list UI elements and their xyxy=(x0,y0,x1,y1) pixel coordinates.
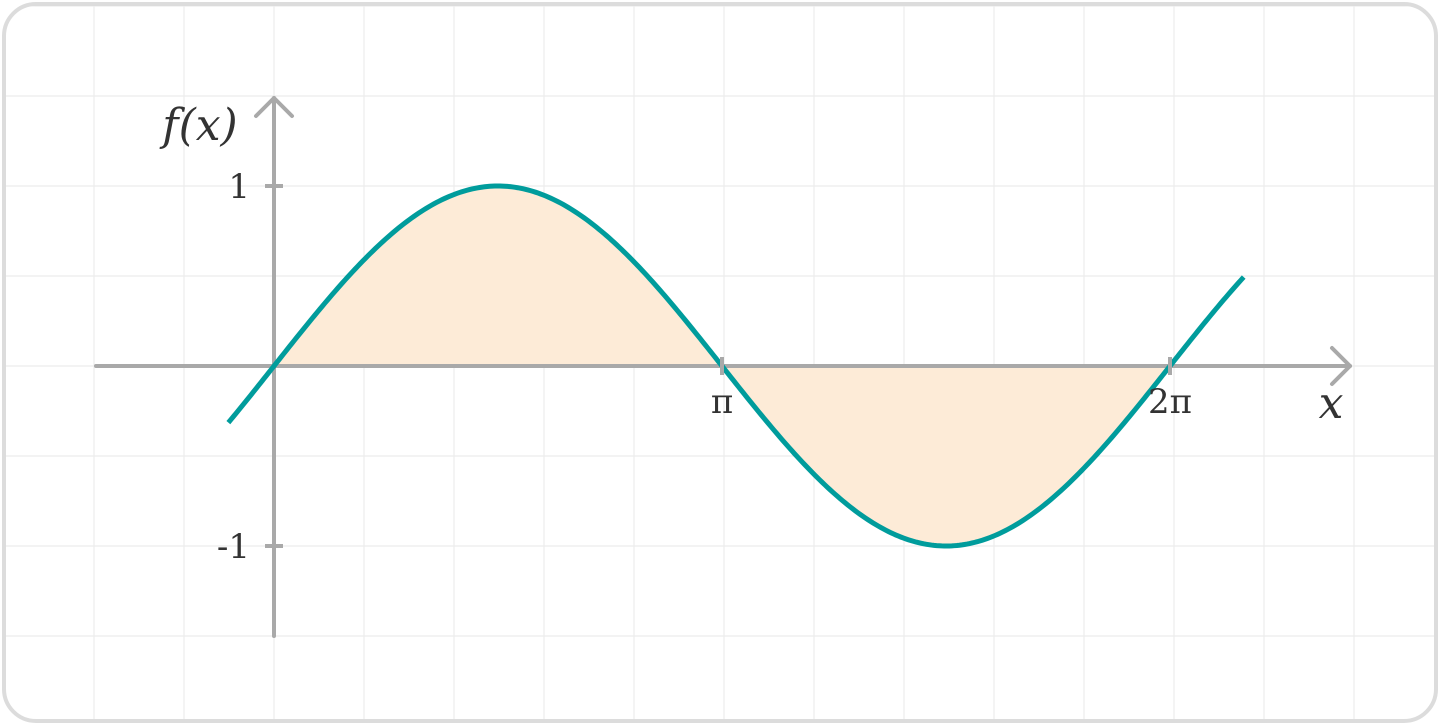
y-axis-label: f(x) xyxy=(159,100,237,151)
sine-curve xyxy=(226,183,1246,549)
y-tick-label: -1 xyxy=(217,527,250,567)
y-tick-label: 1 xyxy=(228,167,250,207)
x-tick-label: 2π xyxy=(1148,382,1192,422)
x-tick-label: π xyxy=(711,382,733,422)
x-axis-arrow xyxy=(1330,346,1352,386)
x-axis-label: x xyxy=(1319,378,1344,429)
y-axis-arrow xyxy=(254,96,294,118)
tick-marks: π 2π 1 -1 xyxy=(217,167,1192,567)
sine-chart: π 2π 1 -1 f(x) x xyxy=(6,6,1434,719)
